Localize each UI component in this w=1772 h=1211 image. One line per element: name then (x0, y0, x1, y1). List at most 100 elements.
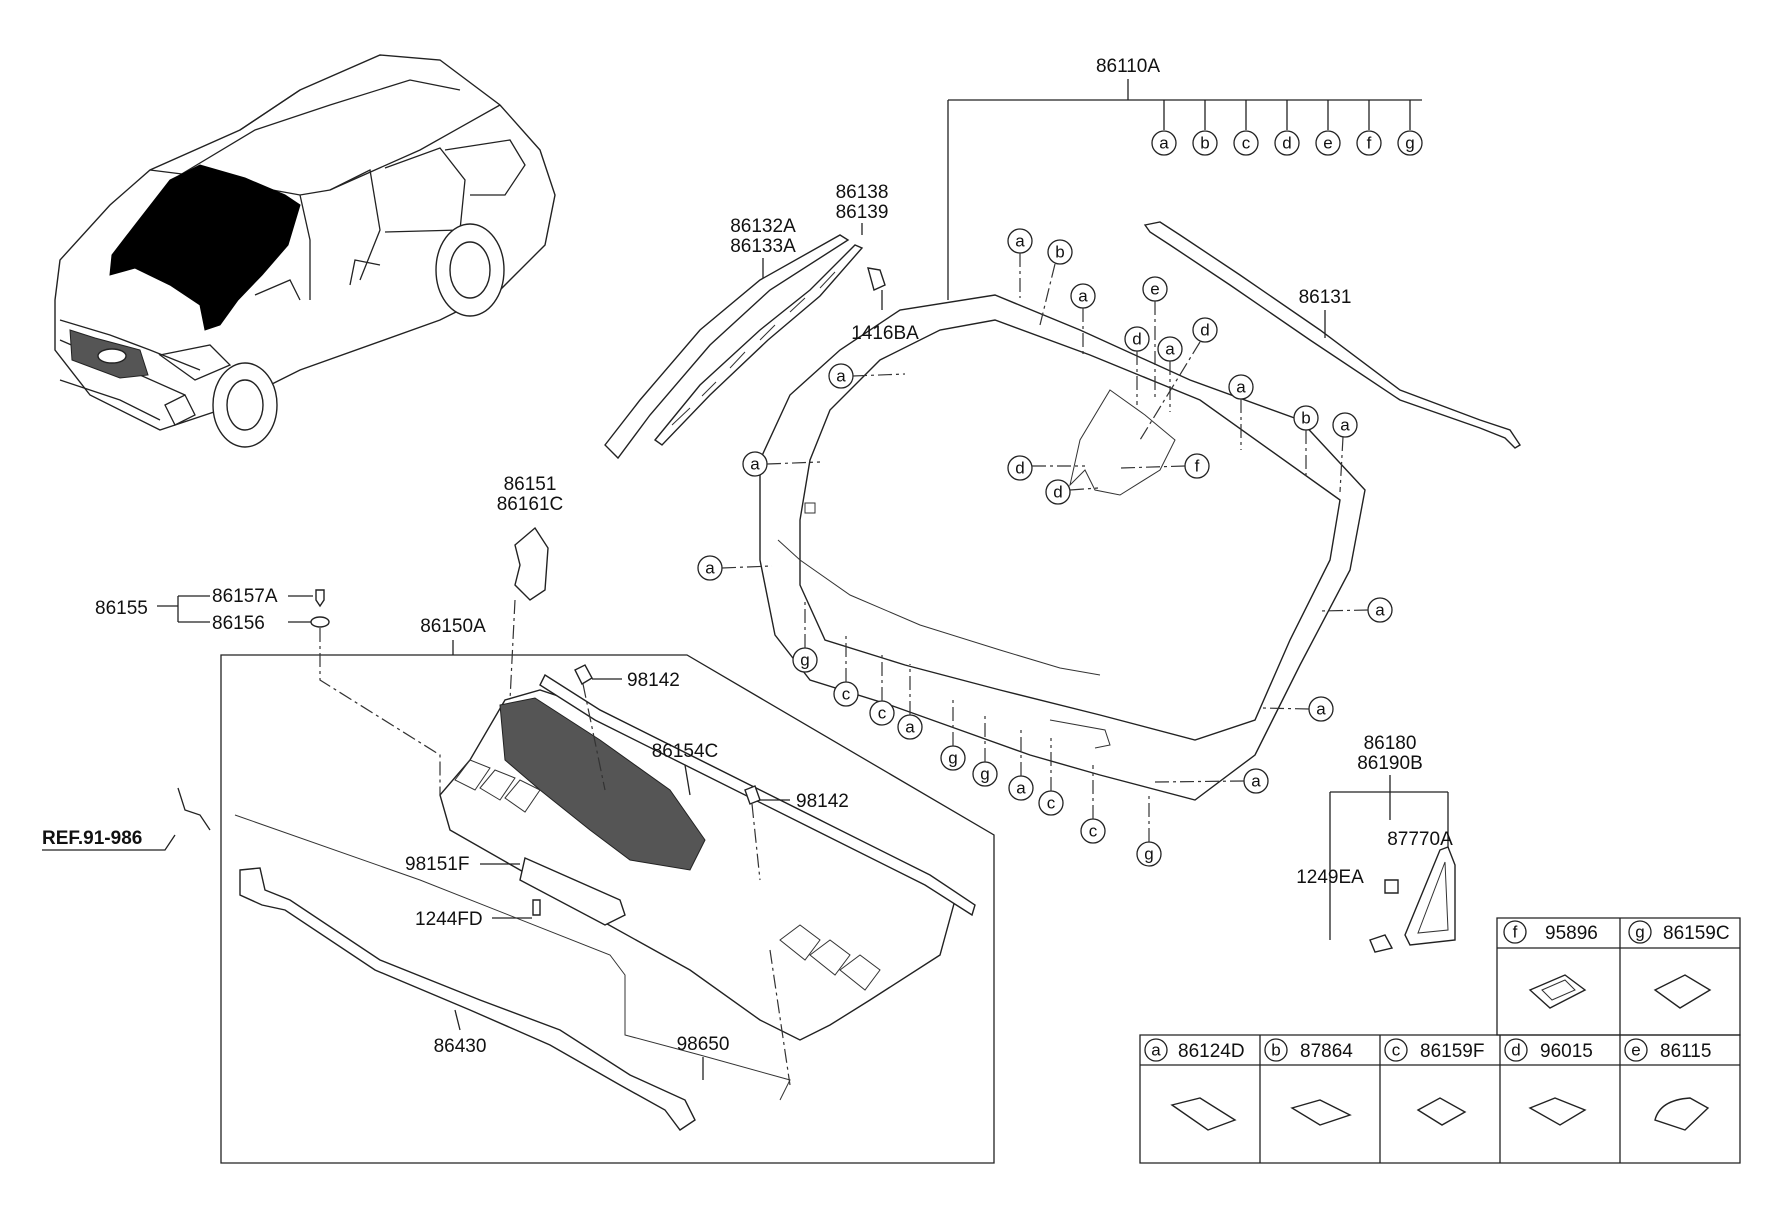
part-label-98151F: 98151F (405, 854, 469, 875)
ws-callout-a-7: a (1008, 730, 1034, 801)
ws-callout-d-1: d (1124, 326, 1150, 405)
part-label-1416BA: 1416BA (851, 323, 919, 344)
svg-text:g: g (1405, 134, 1414, 153)
pillar-trim-group: 86180 86190B 87770A 1249EA (1296, 733, 1456, 953)
vehicle-illustration (54, 54, 556, 448)
ws-callout-b-2: b (1293, 405, 1319, 480)
ws-callout-g-1: g (792, 598, 818, 673)
svg-text:c: c (878, 704, 887, 723)
svg-text:d: d (1511, 1041, 1520, 1060)
svg-text:d: d (1282, 134, 1291, 153)
svg-text:86115: 86115 (1660, 1041, 1711, 1062)
ws-callout-b-top: b (1039, 239, 1073, 326)
legend-cell-b: b 87864 (1264, 1038, 1353, 1126)
part-label-98142-b: 98142 (796, 791, 849, 812)
svg-text:a: a (1340, 416, 1350, 435)
part-label-86430: 86430 (434, 1036, 487, 1057)
part-label-87770A: 87770A (1387, 829, 1453, 850)
legend-cell-d: d 96015 (1504, 1038, 1593, 1126)
ws-callout-e: e (1142, 276, 1168, 400)
part-label-86131: 86131 (1299, 287, 1352, 308)
part-label-1244FD: 1244FD (415, 909, 483, 930)
svg-text:a: a (1159, 134, 1169, 153)
svg-text:a: a (1015, 232, 1025, 251)
svg-text:a: a (1151, 1041, 1161, 1060)
svg-text:c: c (1089, 822, 1098, 841)
ws-callout-a-left2: a (742, 451, 821, 477)
svg-text:b: b (1200, 134, 1209, 153)
svg-text:c: c (842, 685, 851, 704)
ws-callout-a-5: a (1332, 412, 1358, 493)
ws-callout-d-3: d (1007, 455, 1085, 481)
windshield-header-bracket: 86110A a b c d e f g (947, 56, 1423, 300)
svg-text:a: a (1016, 779, 1026, 798)
svg-text:b: b (1271, 1041, 1280, 1060)
header-callout-b: b (1192, 130, 1218, 156)
moldings-group: 86138 86139 86132A 86133A 1416BA 86131 (604, 182, 1521, 460)
part-label-98142-a: 98142 (627, 670, 680, 691)
svg-text:g: g (948, 749, 957, 768)
part-label-86154C: 86154C (652, 741, 719, 762)
legend-cell-c: c 86159F (1384, 1038, 1484, 1126)
part-label-86161C: 86161C (497, 494, 564, 515)
svg-text:g: g (1635, 923, 1644, 942)
svg-text:b: b (1055, 243, 1064, 262)
svg-text:c: c (1047, 794, 1056, 813)
svg-text:96015: 96015 (1540, 1041, 1593, 1062)
part-label-86139: 86139 (836, 202, 889, 223)
ws-callout-a-bottom: a (1154, 768, 1269, 794)
svg-text:a: a (705, 559, 715, 578)
part-label-86132A: 86132A (730, 216, 796, 237)
ws-callout-a-left1: a (828, 363, 906, 389)
ws-callout-c-1: c (833, 635, 859, 707)
part-label-86151: 86151 (504, 474, 557, 495)
svg-text:87864: 87864 (1300, 1041, 1353, 1062)
windshield-glass (759, 294, 1366, 801)
svg-text:a: a (1165, 340, 1175, 359)
svg-text:e: e (1150, 280, 1159, 299)
ws-callout-c-4: c (1080, 765, 1106, 844)
svg-text:a: a (836, 367, 846, 386)
header-callout-a: a (1151, 130, 1177, 156)
ws-callout-d-2: d (1139, 317, 1218, 441)
svg-text:c: c (1392, 1041, 1401, 1060)
ws-callout-g-2: g (940, 697, 966, 771)
svg-text:a: a (1375, 601, 1385, 620)
part-label-86180: 86180 (1364, 733, 1417, 754)
ws-callout-a-6: a (897, 664, 923, 740)
svg-text:f: f (1513, 923, 1518, 942)
svg-text:g: g (1144, 845, 1153, 864)
ws-callout-a-right2: a (1261, 696, 1334, 722)
svg-text:86159F: 86159F (1420, 1041, 1484, 1062)
part-label-1249EA: 1249EA (1296, 867, 1364, 888)
svg-text:86124D: 86124D (1178, 1041, 1245, 1062)
ws-callout-a-4: a (1228, 374, 1254, 450)
svg-text:a: a (1251, 772, 1261, 791)
ws-callout-a-left3: a (697, 555, 773, 581)
header-callout-g: g (1397, 130, 1423, 156)
windshield-callouts: a b a e d a d a b a a a a d d f a a a g … (697, 228, 1393, 867)
part-label-86155: 86155 (95, 598, 148, 619)
svg-text:d: d (1053, 483, 1062, 502)
cowl-assembly: 86150A 86154C 98142 98142 86151 86161C 8… (42, 474, 995, 1164)
svg-text:c: c (1242, 134, 1251, 153)
part-label-86133A: 86133A (730, 236, 796, 257)
part-label-98650: 98650 (677, 1034, 730, 1055)
part-label-86190B: 86190B (1357, 753, 1423, 774)
part-label-86156: 86156 (212, 613, 265, 634)
ws-callout-d-4: d (1045, 479, 1099, 505)
legend-cell-a: a 86124D (1144, 1038, 1245, 1131)
svg-text:f: f (1195, 457, 1200, 476)
svg-text:b: b (1301, 409, 1310, 428)
ws-callout-a-3: a (1157, 336, 1183, 412)
svg-text:d: d (1200, 321, 1209, 340)
part-label-86110A: 86110A (1096, 56, 1160, 77)
ws-callout-a-2: a (1070, 283, 1096, 358)
ws-callout-g-3: g (972, 712, 998, 787)
svg-text:g: g (800, 651, 809, 670)
